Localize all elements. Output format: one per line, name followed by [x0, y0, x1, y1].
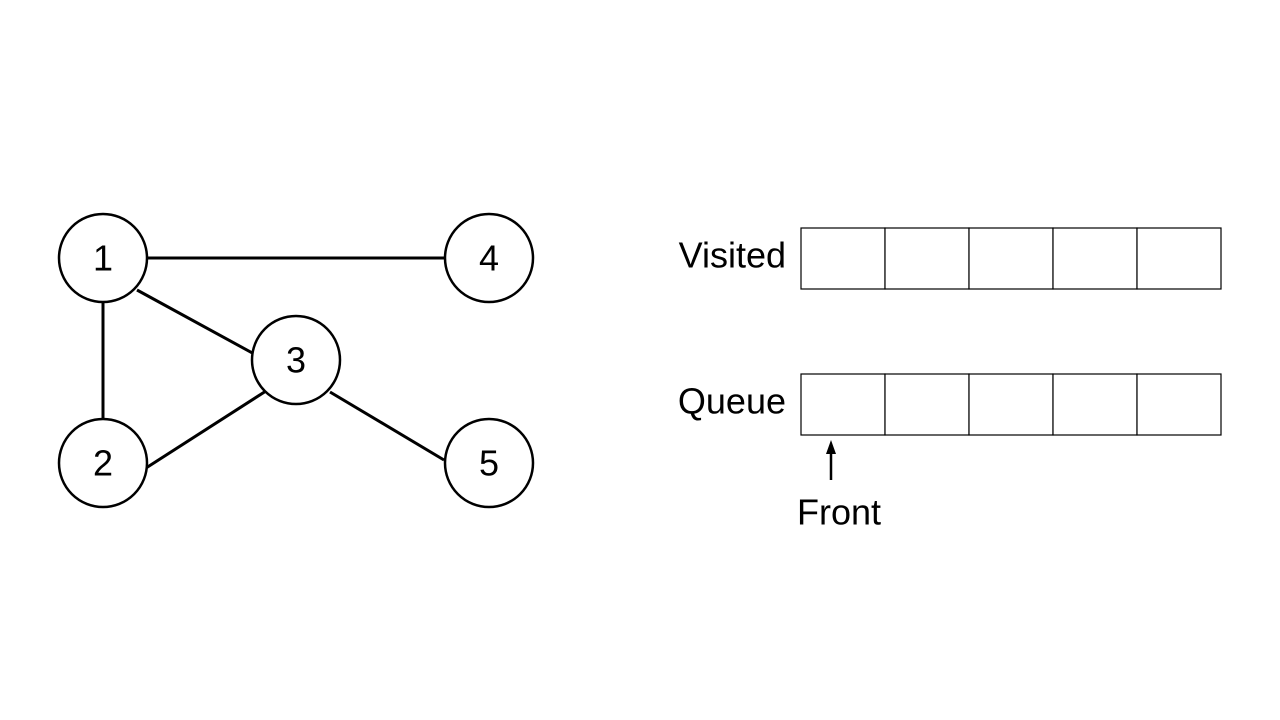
node-1-label: 1	[93, 238, 113, 279]
node-5-circle	[443, 417, 535, 509]
queue-cell	[968, 373, 1054, 436]
node-4-circle	[443, 212, 535, 304]
visited-cell	[800, 227, 886, 290]
visited-cells	[800, 227, 1222, 290]
node-5: 5	[443, 417, 535, 509]
edge-1-3	[136, 288, 257, 357]
node-4: 4	[443, 212, 535, 304]
visited-cell	[1136, 227, 1222, 290]
queue-cell	[1136, 373, 1222, 436]
node-3-circle	[250, 314, 342, 406]
node-2-circle	[57, 417, 149, 509]
node-5-label: 5	[479, 443, 499, 484]
node-2: 2	[57, 417, 149, 509]
node-1-circle	[57, 212, 149, 304]
visited-label: Visited	[679, 235, 786, 276]
visited-cell	[884, 227, 970, 290]
front-label: Front	[797, 492, 881, 533]
visited-cell	[1052, 227, 1138, 290]
graph-nodes: 1 2 3 4 5	[57, 212, 535, 509]
node-2-label: 2	[93, 443, 113, 484]
visited-array: Visited	[679, 227, 1222, 290]
node-3: 3	[250, 314, 342, 406]
edge-2-3	[145, 389, 267, 470]
node-3-label: 3	[286, 340, 306, 381]
visited-cell	[968, 227, 1054, 290]
graph-edges	[101, 256, 446, 470]
edge-3-5	[329, 390, 445, 462]
queue-cell	[1052, 373, 1138, 436]
node-4-label: 4	[479, 238, 499, 279]
front-pointer: Front	[797, 440, 881, 533]
queue-cell	[884, 373, 970, 436]
queue-cell	[800, 373, 886, 436]
queue-cells	[800, 373, 1222, 436]
queue-label: Queue	[678, 381, 786, 422]
node-1: 1	[57, 212, 149, 304]
queue-array: Queue Front	[678, 373, 1222, 533]
front-arrow-head-icon	[826, 440, 836, 454]
